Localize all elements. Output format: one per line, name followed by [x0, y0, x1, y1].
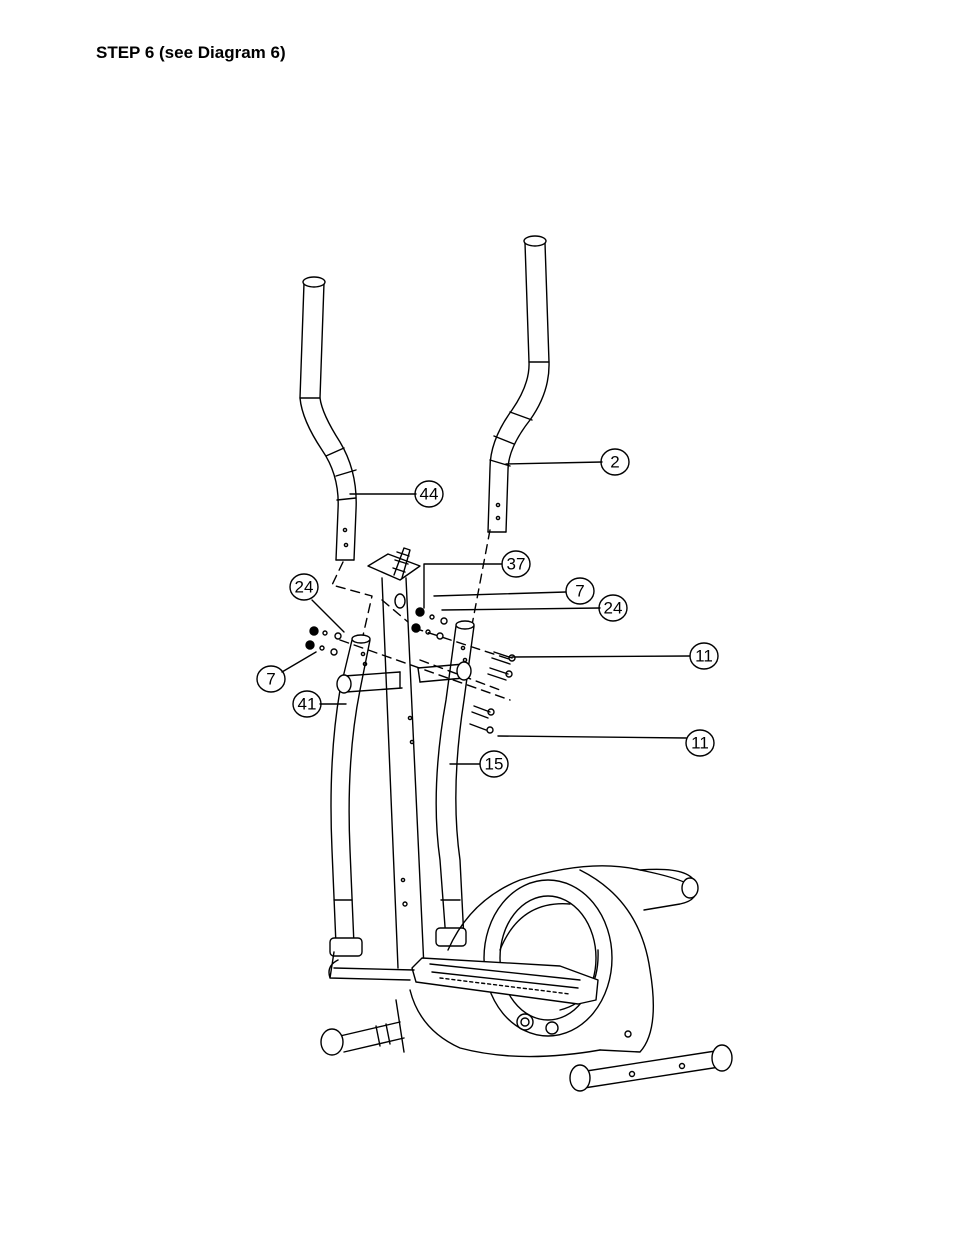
callout-37: 37	[507, 555, 526, 574]
callout-11-upper: 11	[695, 647, 713, 666]
left-handlebar-44	[300, 277, 356, 560]
callout-11-lower: 11	[691, 734, 709, 753]
leader-lines	[282, 462, 690, 764]
callout-24-left: 24	[295, 578, 314, 597]
callout-44: 44	[420, 485, 439, 504]
callout-7-right: 7	[575, 582, 584, 601]
right-handlebar-2	[488, 236, 549, 532]
callout-24-right: 24	[604, 599, 623, 618]
callout-41: 41	[298, 695, 317, 714]
callout-15: 15	[485, 755, 504, 774]
callout-2: 2	[610, 453, 619, 472]
left-hardware	[306, 627, 341, 655]
base-and-flywheel	[321, 866, 732, 1091]
callout-7-left: 7	[266, 670, 275, 689]
